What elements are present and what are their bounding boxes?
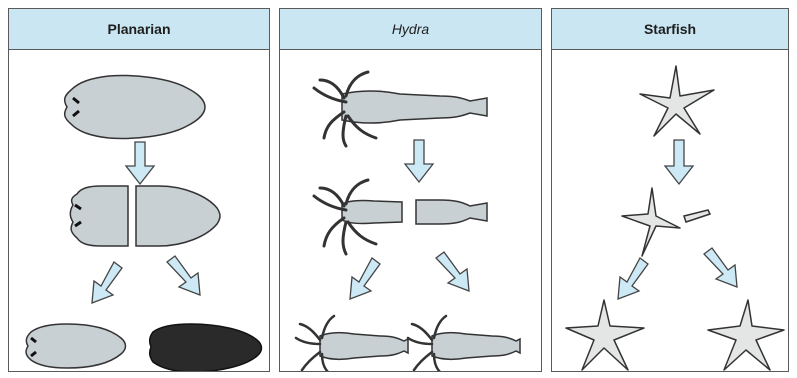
planarian-title: Planarian (9, 9, 269, 50)
planarian-regeneration-icon (9, 50, 270, 372)
hydra-regenerated (320, 333, 408, 360)
starfish-regenerated (566, 300, 644, 370)
hydra-whole (342, 91, 487, 123)
starfish-panel: Starfish (551, 8, 789, 372)
hydra-regenerated (432, 333, 520, 360)
starfish-cut-arm (684, 210, 710, 222)
planarian-whole (65, 76, 205, 139)
down-right-arrow-icon (436, 252, 469, 291)
planarian-regenerated-dark (150, 324, 262, 372)
down-arrow-icon (665, 140, 693, 184)
down-right-arrow-icon (167, 256, 200, 295)
hydra-title: Hydra (280, 9, 541, 50)
hydra-panel: Hydra (279, 8, 542, 372)
planarian-tail-piece (136, 186, 220, 246)
down-left-arrow-icon (350, 258, 380, 299)
starfish-title: Starfish (552, 9, 788, 50)
planarian-head-piece (70, 186, 128, 246)
hydra-head-piece (342, 200, 402, 223)
down-arrow-icon (405, 140, 433, 182)
down-arrow-icon (126, 142, 154, 184)
hydra-tail-piece (416, 200, 487, 224)
starfish-regeneration-icon (552, 50, 789, 372)
down-left-arrow-icon (618, 258, 648, 299)
planarian-panel: Planarian (8, 8, 270, 372)
down-right-arrow-icon (704, 248, 737, 287)
starfish-cut-body (622, 188, 680, 256)
starfish-whole (640, 66, 714, 136)
planarian-regenerated (26, 324, 125, 368)
starfish-regenerated (708, 300, 784, 370)
hydra-regeneration-icon (280, 50, 542, 372)
down-left-arrow-icon (92, 262, 122, 303)
